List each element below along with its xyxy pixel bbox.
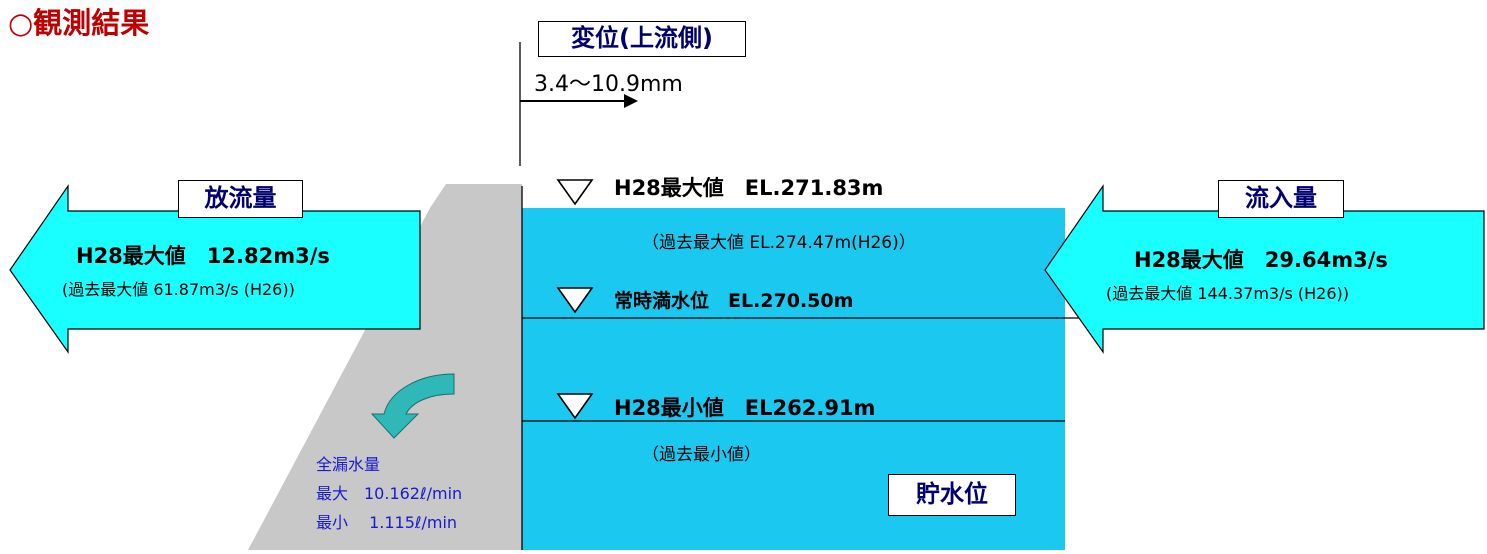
- leakage-max: 最大 10.162ℓ/min: [316, 484, 463, 503]
- leakage-min: 最小 1.115ℓ/min: [316, 513, 458, 532]
- max-water-level: H28最大値 EL.271.83m: [614, 176, 884, 200]
- leakage-arrow-icon: [370, 373, 455, 439]
- normal-level-triangle-icon: [556, 287, 594, 314]
- inflow-arrow: [1044, 184, 1485, 354]
- reservoir-label: 貯水位: [888, 474, 1016, 516]
- outflow-max: H28最大値 12.82m3/s: [76, 244, 330, 268]
- dam-body: [248, 184, 522, 550]
- outflow-label: 放流量: [178, 180, 303, 218]
- min-level-triangle-icon: [556, 393, 594, 420]
- min-water-level-past: （過去最小値）: [642, 445, 761, 465]
- outflow-arrow: [9, 184, 421, 354]
- normal-water-level: 常時満水位 EL.270.50m: [614, 290, 854, 312]
- min-water-level: H28最小値 EL262.91m: [614, 396, 876, 420]
- leakage-label: 全漏水量: [316, 455, 381, 474]
- max-water-level-past: （過去最大値 EL.274.47m(H26)）: [642, 233, 916, 253]
- page-title: ○観測結果: [8, 6, 150, 40]
- max-level-triangle-icon: [556, 179, 594, 206]
- inflow-label: 流入量: [1218, 180, 1344, 218]
- displacement-range: 3.4～10.9mm: [534, 72, 683, 97]
- inflow-past: (過去最大値 144.37m3/s (H26)): [1106, 284, 1350, 303]
- outflow-past: (過去最大値 61.87m3/s (H26)): [62, 280, 295, 299]
- inflow-max: H28最大値 29.64m3/s: [1134, 248, 1388, 272]
- displacement-label: 変位(上流側): [538, 21, 746, 57]
- displacement-arrow-head: [624, 94, 638, 108]
